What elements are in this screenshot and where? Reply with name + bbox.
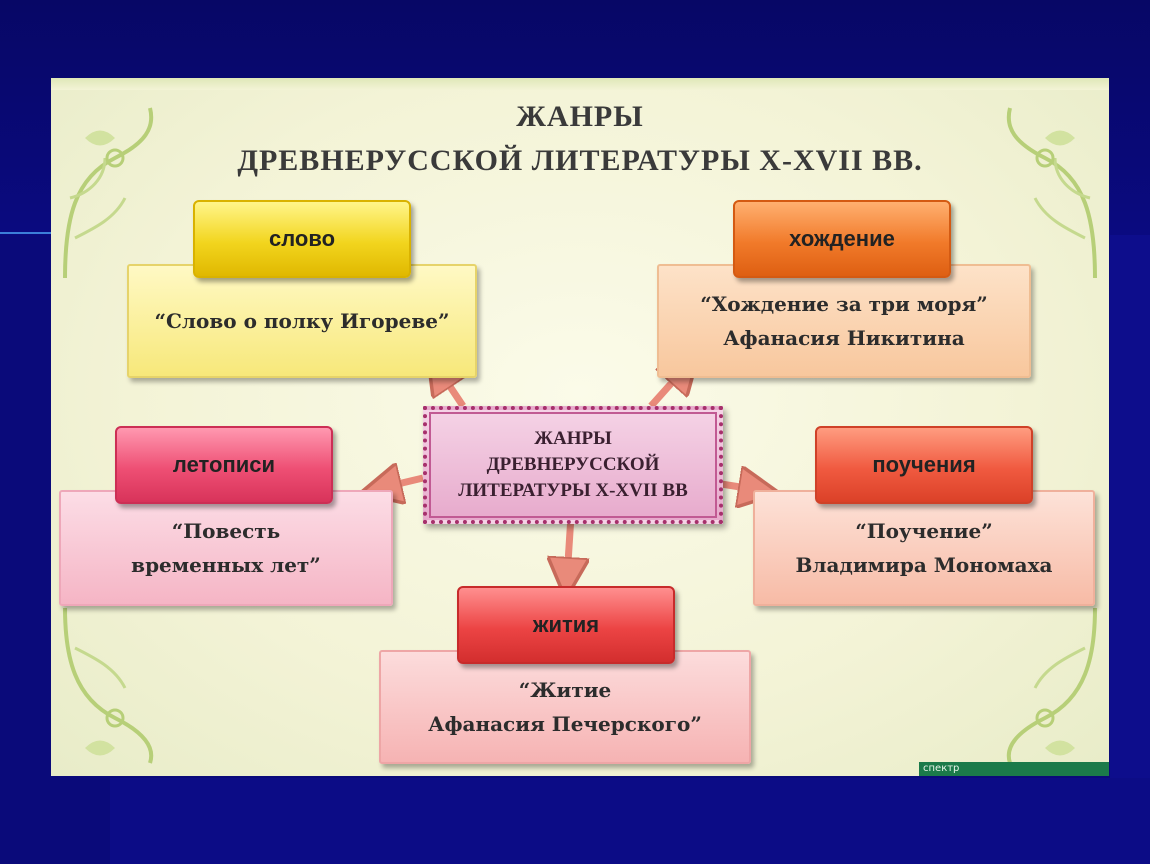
ornament-bottom-right-icon [1006,607,1097,764]
ornament-top-left-icon [63,107,154,279]
ornament-bottom-left-icon [63,607,154,764]
genre-poucheniya-label: поучения [815,426,1033,504]
genre-khozhdenie-example: “Хождение за три моря” Афанасия Никитина [657,264,1031,378]
genre-khozhdenie-label: хождение [733,200,951,278]
poster-title-line1: ЖАНРЫ [516,100,644,133]
genre-zhitiya-example: “Житие Афанасия Печерского” [379,650,751,764]
slide-top-strip [51,78,1109,90]
background-right-band [1110,235,1150,864]
center-node: ЖАНРЫ ДРЕВНЕРУССКОЙ ЛИТЕРАТУРЫ X-XVII ВВ [423,406,723,524]
publisher-logo: спектр [919,762,1109,776]
genre-letopisi-label: летописи [115,426,333,504]
arrow-to-zhitiya [567,515,571,578]
background-bottom-band [110,778,1150,864]
ornament-top-right-icon [1006,107,1097,279]
genre-slovo-label: слово [193,200,411,278]
genre-poucheniya-example: “Поучение” Владимира Мономаха [753,490,1095,606]
genre-letopisi-example: “Повесть временных лет” [59,490,393,606]
poster-title-line2: ДРЕВНЕРУССКОЙ ЛИТЕРАТУРЫ X-XVII ВВ. [237,144,923,177]
genre-zhitiya-label: жития [457,586,675,664]
background-accent-line [0,232,60,234]
arrow-to-letopisi [381,478,424,488]
genre-slovo-example: “Слово о полку Игореве” [127,264,477,378]
slide-poster: ЖАНРЫ ДРЕВНЕРУССКОЙ ЛИТЕРАТУРЫ X-XVII ВВ… [51,78,1109,776]
